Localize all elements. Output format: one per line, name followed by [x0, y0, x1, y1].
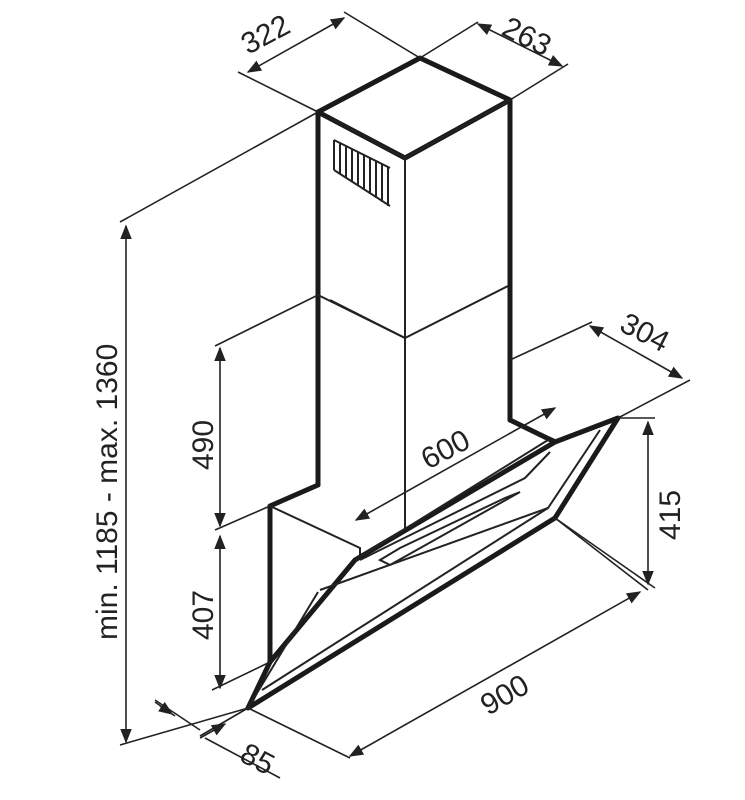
- dim-label-900: 900: [475, 668, 535, 722]
- dim-label-490: 490: [187, 420, 220, 470]
- dim-label-304: 304: [615, 307, 675, 359]
- dim-wall-offset: 85: [154, 699, 281, 782]
- lower-chimney: [315, 282, 513, 528]
- dim-total-width: 900: [247, 517, 649, 759]
- dim-label-407: 407: [187, 590, 220, 640]
- dim-canopy-height-upper: 415: [554, 417, 687, 589]
- dim-label-263: 263: [497, 11, 557, 63]
- dim-label-total-height: min. 1185 - max. 1360: [91, 344, 124, 640]
- vent-slots-icon: [333, 139, 391, 207]
- dim-chimney-width: 322: [236, 9, 421, 113]
- dim-canopy-height-lower: 407: [187, 534, 271, 691]
- dim-label-600: 600: [416, 424, 476, 477]
- upper-chimney: [315, 55, 513, 340]
- dim-lower-chimney-height: 490: [187, 294, 319, 531]
- dim-label-415: 415: [654, 490, 687, 540]
- dim-total-height: min. 1185 - max. 1360: [91, 111, 319, 746]
- dim-hood-depth: 304: [509, 307, 691, 419]
- dim-chimney-depth: 263: [419, 11, 569, 101]
- dim-label-322: 322: [236, 9, 296, 62]
